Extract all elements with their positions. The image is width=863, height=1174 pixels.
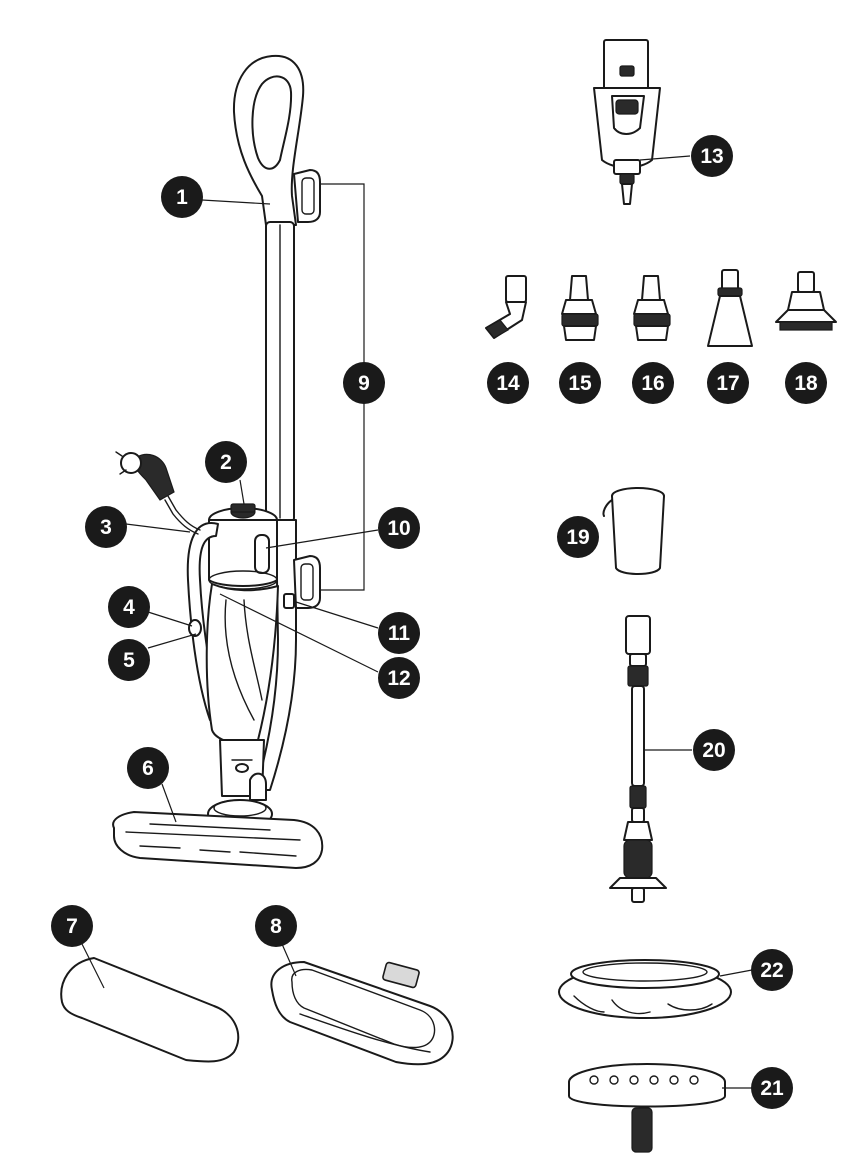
svg-text:19: 19 [566, 526, 589, 549]
callout-14: 14 [487, 362, 529, 404]
callout-19: 19 [557, 516, 599, 558]
pad-frame [271, 962, 452, 1064]
callout-10: 10 [378, 507, 420, 549]
pad-frame-tab [382, 962, 420, 988]
round-microfiber-cover [559, 960, 731, 1018]
svg-text:5: 5 [123, 649, 135, 672]
callout-6: 6 [127, 747, 169, 789]
plug-face [121, 453, 141, 473]
callout-2: 2 [205, 441, 247, 483]
callout-8: 8 [255, 905, 297, 947]
svg-text:7: 7 [66, 915, 78, 938]
svg-text:3: 3 [100, 516, 112, 539]
svg-text:10: 10 [387, 517, 410, 540]
steam-button [189, 620, 201, 636]
measuring-cup [603, 488, 664, 574]
callout-11: 11 [378, 612, 420, 654]
callout-4: 4 [108, 586, 150, 628]
microfiber-pad [61, 958, 238, 1062]
svg-text:4: 4 [123, 596, 135, 619]
callout-17: 17 [707, 362, 749, 404]
handheld-unit [594, 40, 660, 204]
angle-nozzle [486, 276, 526, 338]
callout-20: 20 [693, 729, 735, 771]
window-nozzle [708, 270, 752, 346]
callout-16: 16 [632, 362, 674, 404]
svg-text:8: 8 [270, 915, 282, 938]
callout-5: 5 [108, 639, 150, 681]
callout-badges: 1 2 3 4 5 6 7 8 9 10 11 12 13 14 15 16 1… [51, 135, 827, 1109]
callout-1: 1 [161, 176, 203, 218]
callout-22: 22 [751, 949, 793, 991]
svg-text:1: 1 [176, 186, 188, 209]
garment-pad [569, 1064, 725, 1152]
svg-text:13: 13 [700, 145, 723, 168]
water-level-window [255, 535, 269, 573]
svg-text:20: 20 [702, 739, 725, 762]
svg-text:6: 6 [142, 757, 154, 780]
svg-text:2: 2 [220, 451, 232, 474]
svg-text:18: 18 [794, 372, 818, 395]
power-cord [116, 452, 200, 534]
cord-release [284, 594, 294, 608]
main-body [207, 584, 278, 744]
callout-13: 13 [691, 135, 733, 177]
callout-12: 12 [378, 657, 420, 699]
svg-text:17: 17 [716, 372, 739, 395]
callout-7: 7 [51, 905, 93, 947]
svg-text:9: 9 [358, 372, 370, 395]
svg-text:16: 16 [641, 372, 664, 395]
svg-text:12: 12 [387, 667, 410, 690]
callout-3: 3 [85, 506, 127, 548]
svg-text:21: 21 [760, 1077, 784, 1100]
round-brush-2 [634, 276, 670, 340]
callout-21: 21 [751, 1067, 793, 1109]
flat-brush [776, 272, 836, 330]
callout-18: 18 [785, 362, 827, 404]
callout-15: 15 [559, 362, 601, 404]
svg-text:11: 11 [388, 622, 411, 645]
svg-text:22: 22 [760, 959, 783, 982]
extension-tube [610, 616, 666, 902]
callout-9: 9 [343, 362, 385, 404]
svg-text:15: 15 [568, 372, 592, 395]
round-brush-1 [562, 276, 598, 340]
svg-text:14: 14 [496, 372, 520, 395]
